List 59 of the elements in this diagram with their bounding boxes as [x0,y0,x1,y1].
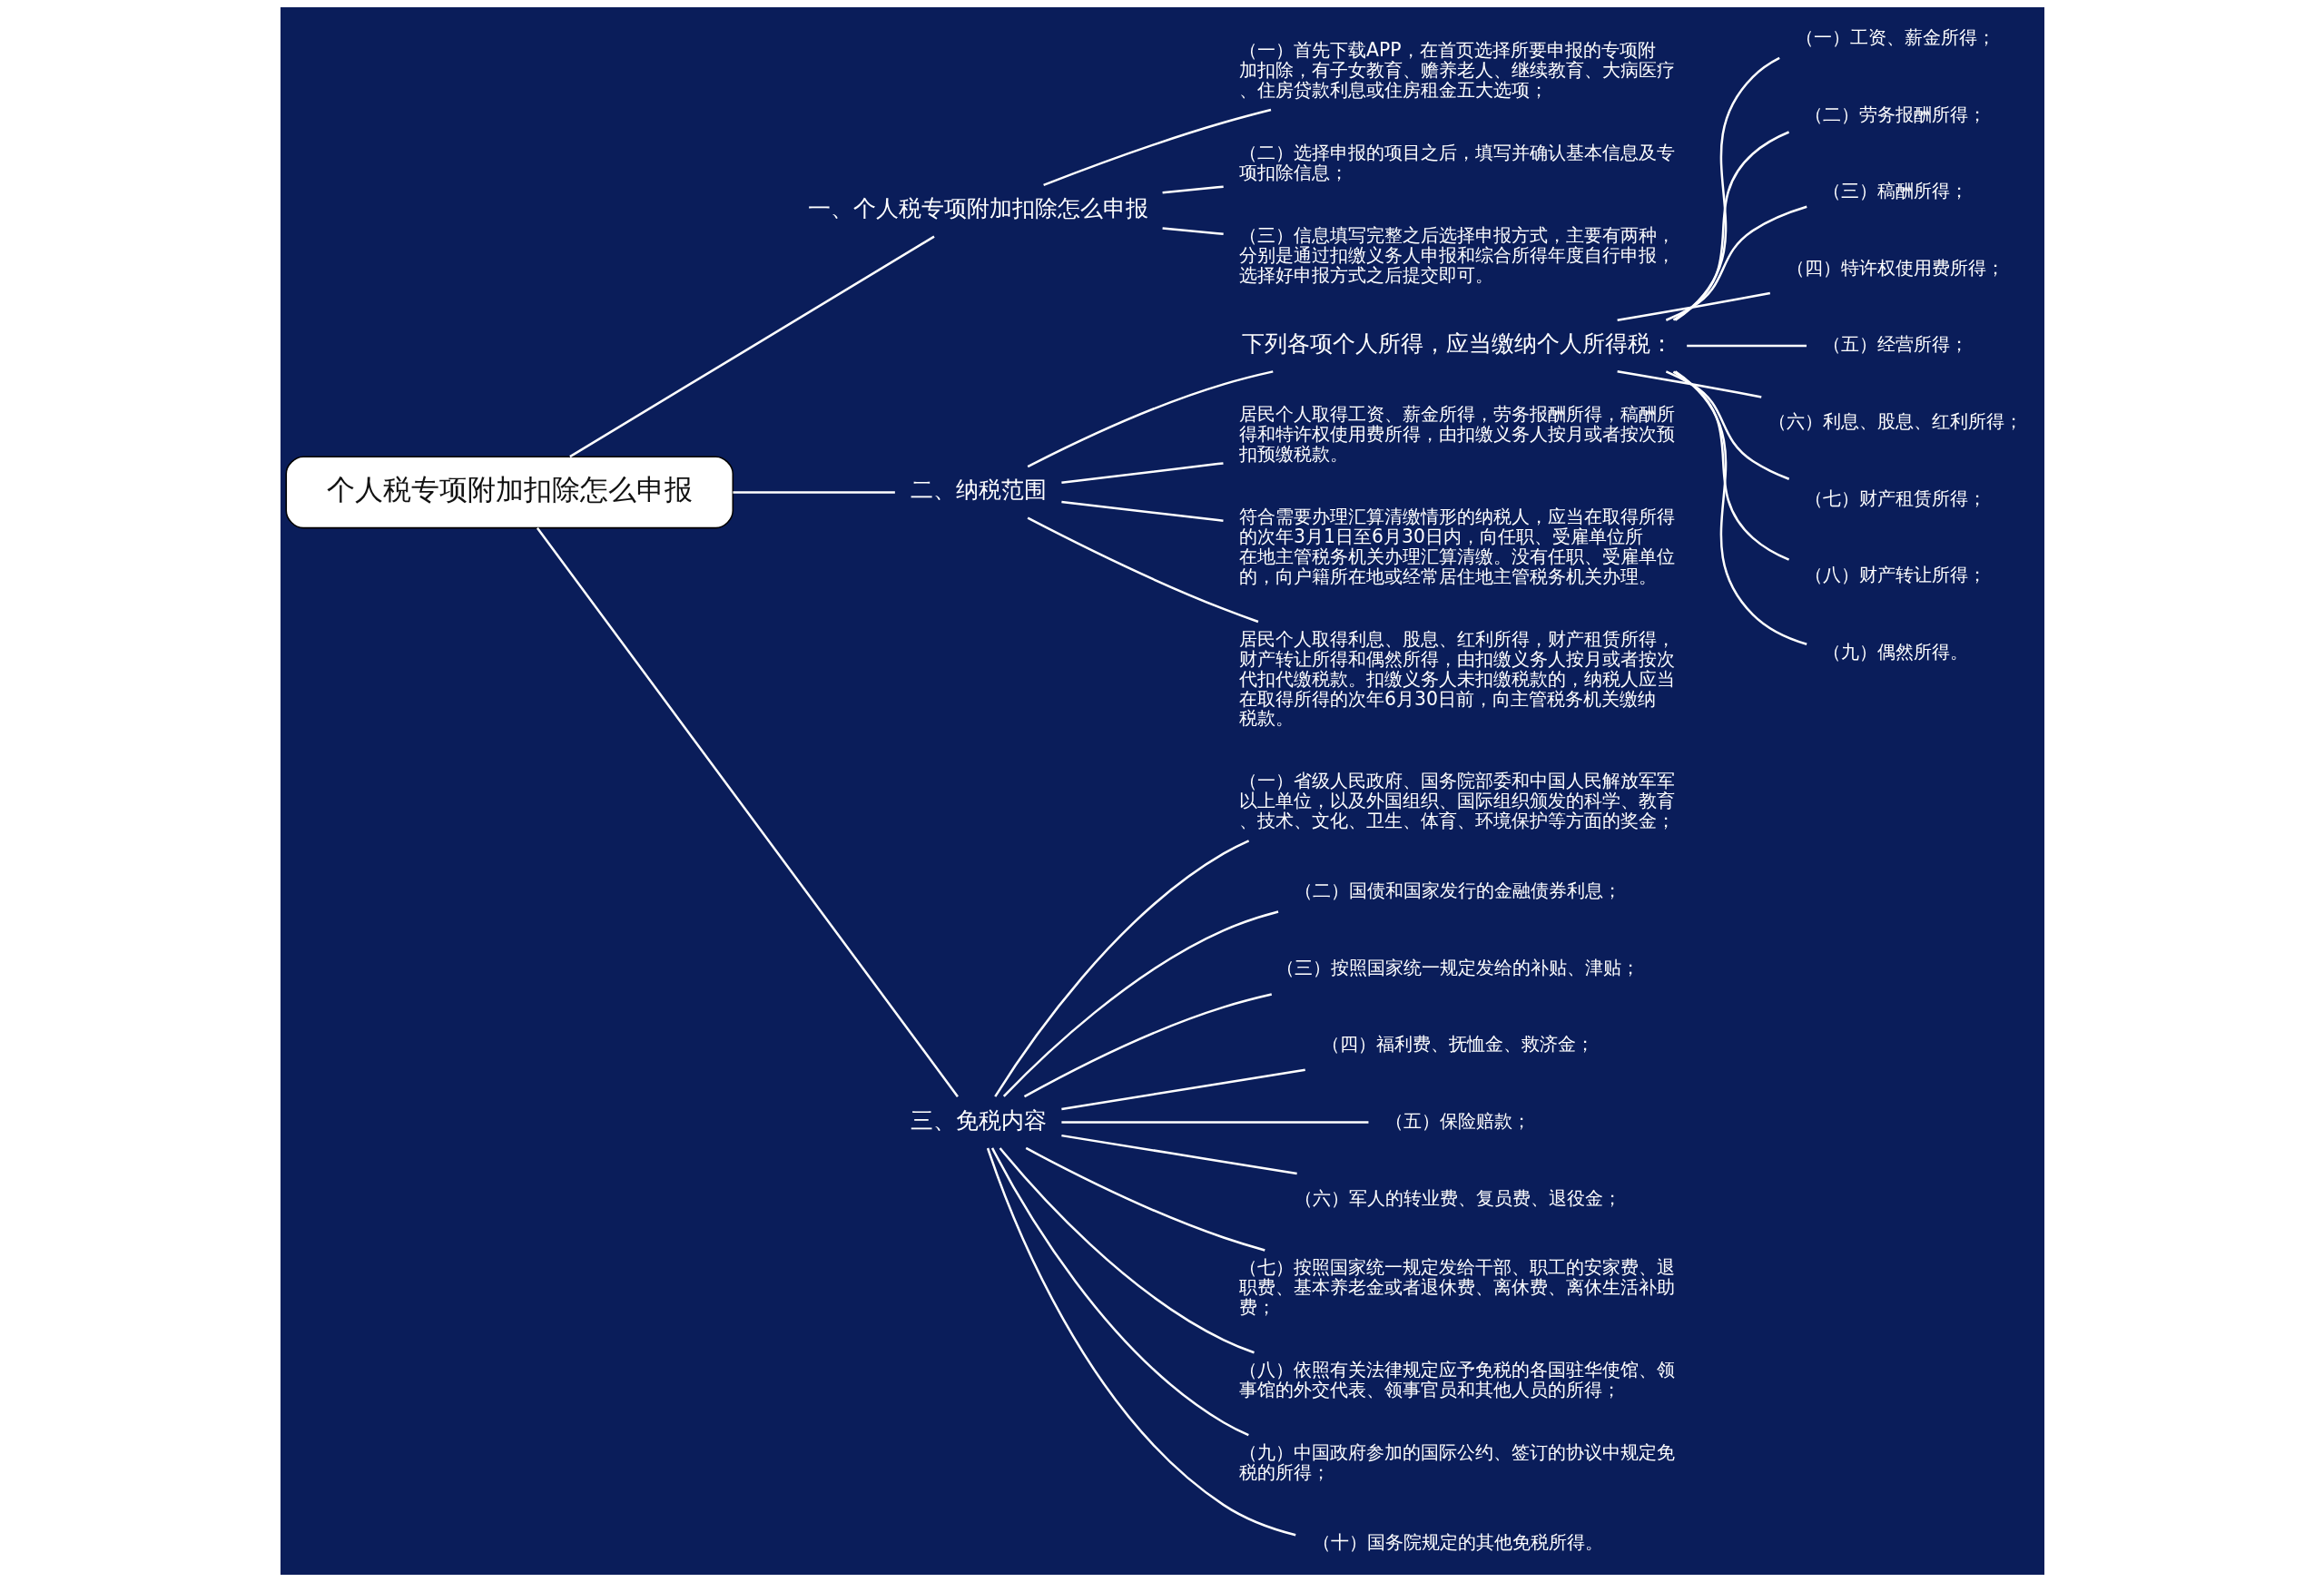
connector [993,840,1249,1097]
connector [1686,344,1807,348]
connector [1027,516,1258,624]
node-text: （一）省级人民政府、国务院部委和中国人民解放军军以上单位，以及外国组织、国际组织颁发的科学、教育、技术、文化、卫生、体育、环境保护等方面的奖金； [1238,770,1675,832]
node-text: （八）依照有关法律规定应予免税的各国驻华使馆、领事馆的外交代表、领事官员和其他人员的所得； [1238,1359,1675,1401]
node-text: （四）福利费、抚恤金、救济金； [1321,1033,1594,1056]
node-text: （五）经营所得； [1822,333,1968,356]
node-text: （七）财产租赁所得； [1804,486,1986,509]
node-text: （六）军人的转业费、复员费、退役金； [1294,1186,1621,1209]
connector [1161,185,1224,194]
node-box: 个人税专项附加扣除怎么申报 [285,456,734,529]
connector [1674,56,1780,321]
node-text: （二）选择申报的项目之后，填写并确认基本信息及专项扣除信息； [1238,141,1675,183]
connector [1023,993,1272,1098]
connector [1674,370,1807,645]
connector [1616,370,1761,398]
connector [1665,370,1789,480]
connector [1665,205,1807,321]
node-text: （六）利息、股息、红利所得； [1768,409,2023,432]
connector [1616,291,1770,322]
node-text: （八）财产转让所得； [1804,564,1986,586]
connector [1672,131,1789,321]
node-text: （一）首先下载APP，在首页选择所要申报的专项附加扣除，有子女教育、赡养老人、继续教育、大病医疗、住房贷款利息或住房租金五大选项； [1238,39,1675,101]
connector [1161,227,1224,236]
connector [1042,108,1271,187]
connector [1027,370,1274,468]
node-text: （十）国务院规定的其他免税所得。 [1312,1530,1603,1553]
node-text: （三）稿酬所得； [1822,180,1968,202]
connector [1060,1134,1297,1175]
node-text: （二）劳务报酬所得； [1804,103,1986,125]
connector [732,491,895,494]
node-text: 三、免税内容 [910,1106,1047,1134]
node-text: 二、纳税范围 [910,477,1047,504]
connector [999,1147,1255,1354]
node-text: （九）偶然所得。 [1822,640,1968,663]
connector [986,1147,1295,1537]
node-text: 符合需要办理汇算清缴情形的纳税人，应当在取得所得的次年3月1日至6月30日内，向任职、受雇单位所在地主管税务机关办理汇算清缴。没有任职、受雇单位的，向户籍所在地或经常居住地主管税务机关办理。 [1238,505,1675,587]
connector [990,1147,1249,1437]
node-text: 居民个人取得工资、薪金所得，劳务报酬所得，稿酬所得和特许权使用费所得，由扣缴义务人按月或者按次预扣预缴税款。 [1238,403,1675,466]
connector [1025,1146,1265,1252]
connector [568,235,935,458]
connector [1060,462,1224,484]
connector [1060,1068,1305,1111]
node-text: （三）信息填写完整之后选择申报方式，主要有两种，分别是通过扣缴义务人申报和综合所得年度自行申报，选择好申报方式之后提交即可。 [1238,223,1675,286]
node-text: （一）工资、薪金所得； [1795,25,1995,48]
node-text: （四）特许权使用费所得； [1786,256,2004,279]
node-text: 居民个人取得利息、股息、红利所得，财产租赁所得，财产转让所得和偶然所得，由扣缴义务人按月或者按次代扣代缴税款。扣缴义务人未扣缴税款的，纳税人应当在取得所得的次年6月30日前，向主管税务机关缴纳税款。 [1238,627,1675,730]
node-text: （七）按照国家统一规定发给干部、职工的安家费、退职费、基本养老金或者退休费、离休费、离休生活补助费； [1238,1256,1675,1319]
connector [536,527,959,1097]
node-text: （五）保险赔款； [1384,1109,1531,1132]
connector [1002,910,1278,1097]
node-text: 下列各项个人所得，应当缴纳个人所得税： [1241,330,1673,357]
connector [1060,500,1224,522]
connector [1060,1121,1368,1124]
node-text: （九）中国政府参加的国际公约、签订的协议中规定免税的所得； [1238,1441,1675,1483]
node-text: 一、个人税专项附加扣除怎么申报 [807,195,1148,222]
node-text: （三）按照国家统一规定发给的补贴、津贴； [1275,956,1640,978]
connector [1672,370,1789,561]
node-text: （二）国债和国家发行的金融债券利息； [1294,879,1621,902]
